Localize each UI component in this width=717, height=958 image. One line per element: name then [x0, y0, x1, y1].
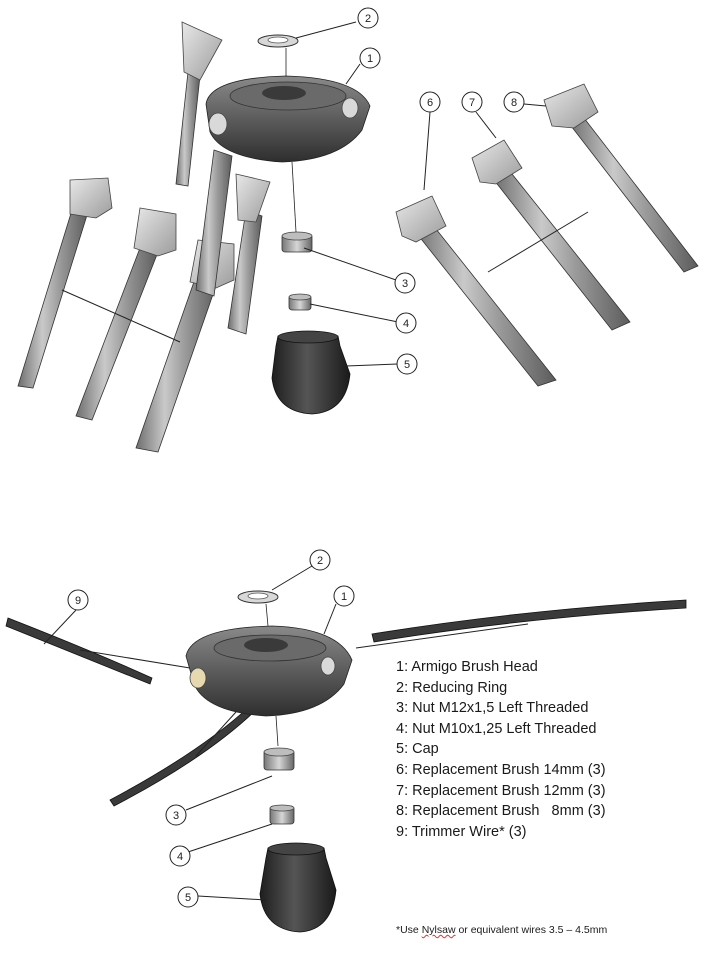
brush-head-bottom [185, 625, 353, 717]
legend-item: 6: Replacement Brush 14mm (3) [396, 761, 606, 778]
leaders-bottom [43, 565, 337, 901]
footnote: *Use Nylsaw or equivalent wires 3.5 – 4.… [396, 924, 607, 936]
callout-number: 2 [365, 13, 371, 25]
brush-wire [17, 177, 113, 389]
callout-bottom-4: 4 [169, 845, 191, 867]
callout-number: 4 [177, 851, 183, 863]
callout-number: 6 [427, 97, 433, 109]
legend-item: 8: Replacement Brush 8mm (3) [396, 803, 606, 820]
leaders-top [295, 21, 547, 367]
cap-bottom [259, 842, 337, 933]
nut-m10 [288, 293, 312, 311]
nut-m10-bottom [269, 804, 295, 825]
callout-top-1: 1 [359, 47, 381, 69]
callout-top-2: 2 [357, 7, 379, 29]
cap [271, 330, 351, 415]
reducing-ring-bottom [237, 590, 279, 604]
callout-number: 3 [402, 278, 408, 290]
callout-top-6: 6 [419, 91, 441, 113]
reducing-ring [257, 34, 299, 48]
callout-number: 8 [511, 97, 517, 109]
legend-item: 2: Reducing Ring [396, 679, 508, 696]
callout-bottom-1: 1 [333, 585, 355, 607]
mounted-brushes [175, 21, 271, 335]
legend-item: 9: Trimmer Wire* (3) [396, 823, 527, 840]
callout-bottom-2: 2 [309, 549, 331, 571]
callout-top-7: 7 [461, 91, 483, 113]
footnote-prefix: *Use [396, 924, 422, 936]
callout-number: 7 [469, 97, 475, 109]
replacement-brush-8mm [543, 83, 699, 273]
legend-item: 3: Nut M12x1,5 Left Threaded [396, 700, 589, 717]
legend-item: 5: Cap [396, 741, 439, 758]
parts-legend: 1: Armigo Brush Head 2: Reducing Ring 3:… [396, 657, 606, 842]
callout-number: 5 [404, 359, 410, 371]
callout-top-3: 3 [394, 272, 416, 294]
nut-m12 [281, 231, 313, 253]
brush-group-left [17, 177, 235, 453]
legend-item: 4: Nut M10x1,25 Left Threaded [396, 720, 597, 737]
callout-top-4: 4 [395, 312, 417, 334]
callout-number: 2 [317, 555, 323, 567]
callout-bottom-3: 3 [165, 804, 187, 826]
replacement-brush-12mm [471, 139, 631, 331]
nut-m12-bottom [263, 747, 295, 771]
callout-number: 1 [367, 53, 373, 65]
callout-top-8: 8 [503, 91, 525, 113]
legend-item: 7: Replacement Brush 12mm (3) [396, 782, 606, 799]
footnote-brand: Nylsaw [421, 924, 456, 936]
footnote-suffix: or equivalent wires 3.5 – 4.5mm [455, 924, 608, 936]
brush-group-right [395, 83, 699, 387]
brush-head [205, 75, 371, 163]
callout-bottom-5: 5 [177, 886, 199, 908]
callout-bottom-9: 9 [67, 589, 89, 611]
callout-number: 1 [341, 591, 347, 603]
brush-wire [135, 239, 235, 453]
legend-item: 1: Armigo Brush Head [396, 659, 538, 675]
callout-top-5: 5 [396, 353, 418, 375]
callout-number: 5 [185, 892, 191, 904]
callout-number: 3 [173, 810, 179, 822]
replacement-brush-14mm [395, 195, 557, 387]
callout-number: 9 [75, 595, 81, 607]
callout-number: 4 [403, 318, 409, 330]
brush-wire [75, 207, 177, 421]
